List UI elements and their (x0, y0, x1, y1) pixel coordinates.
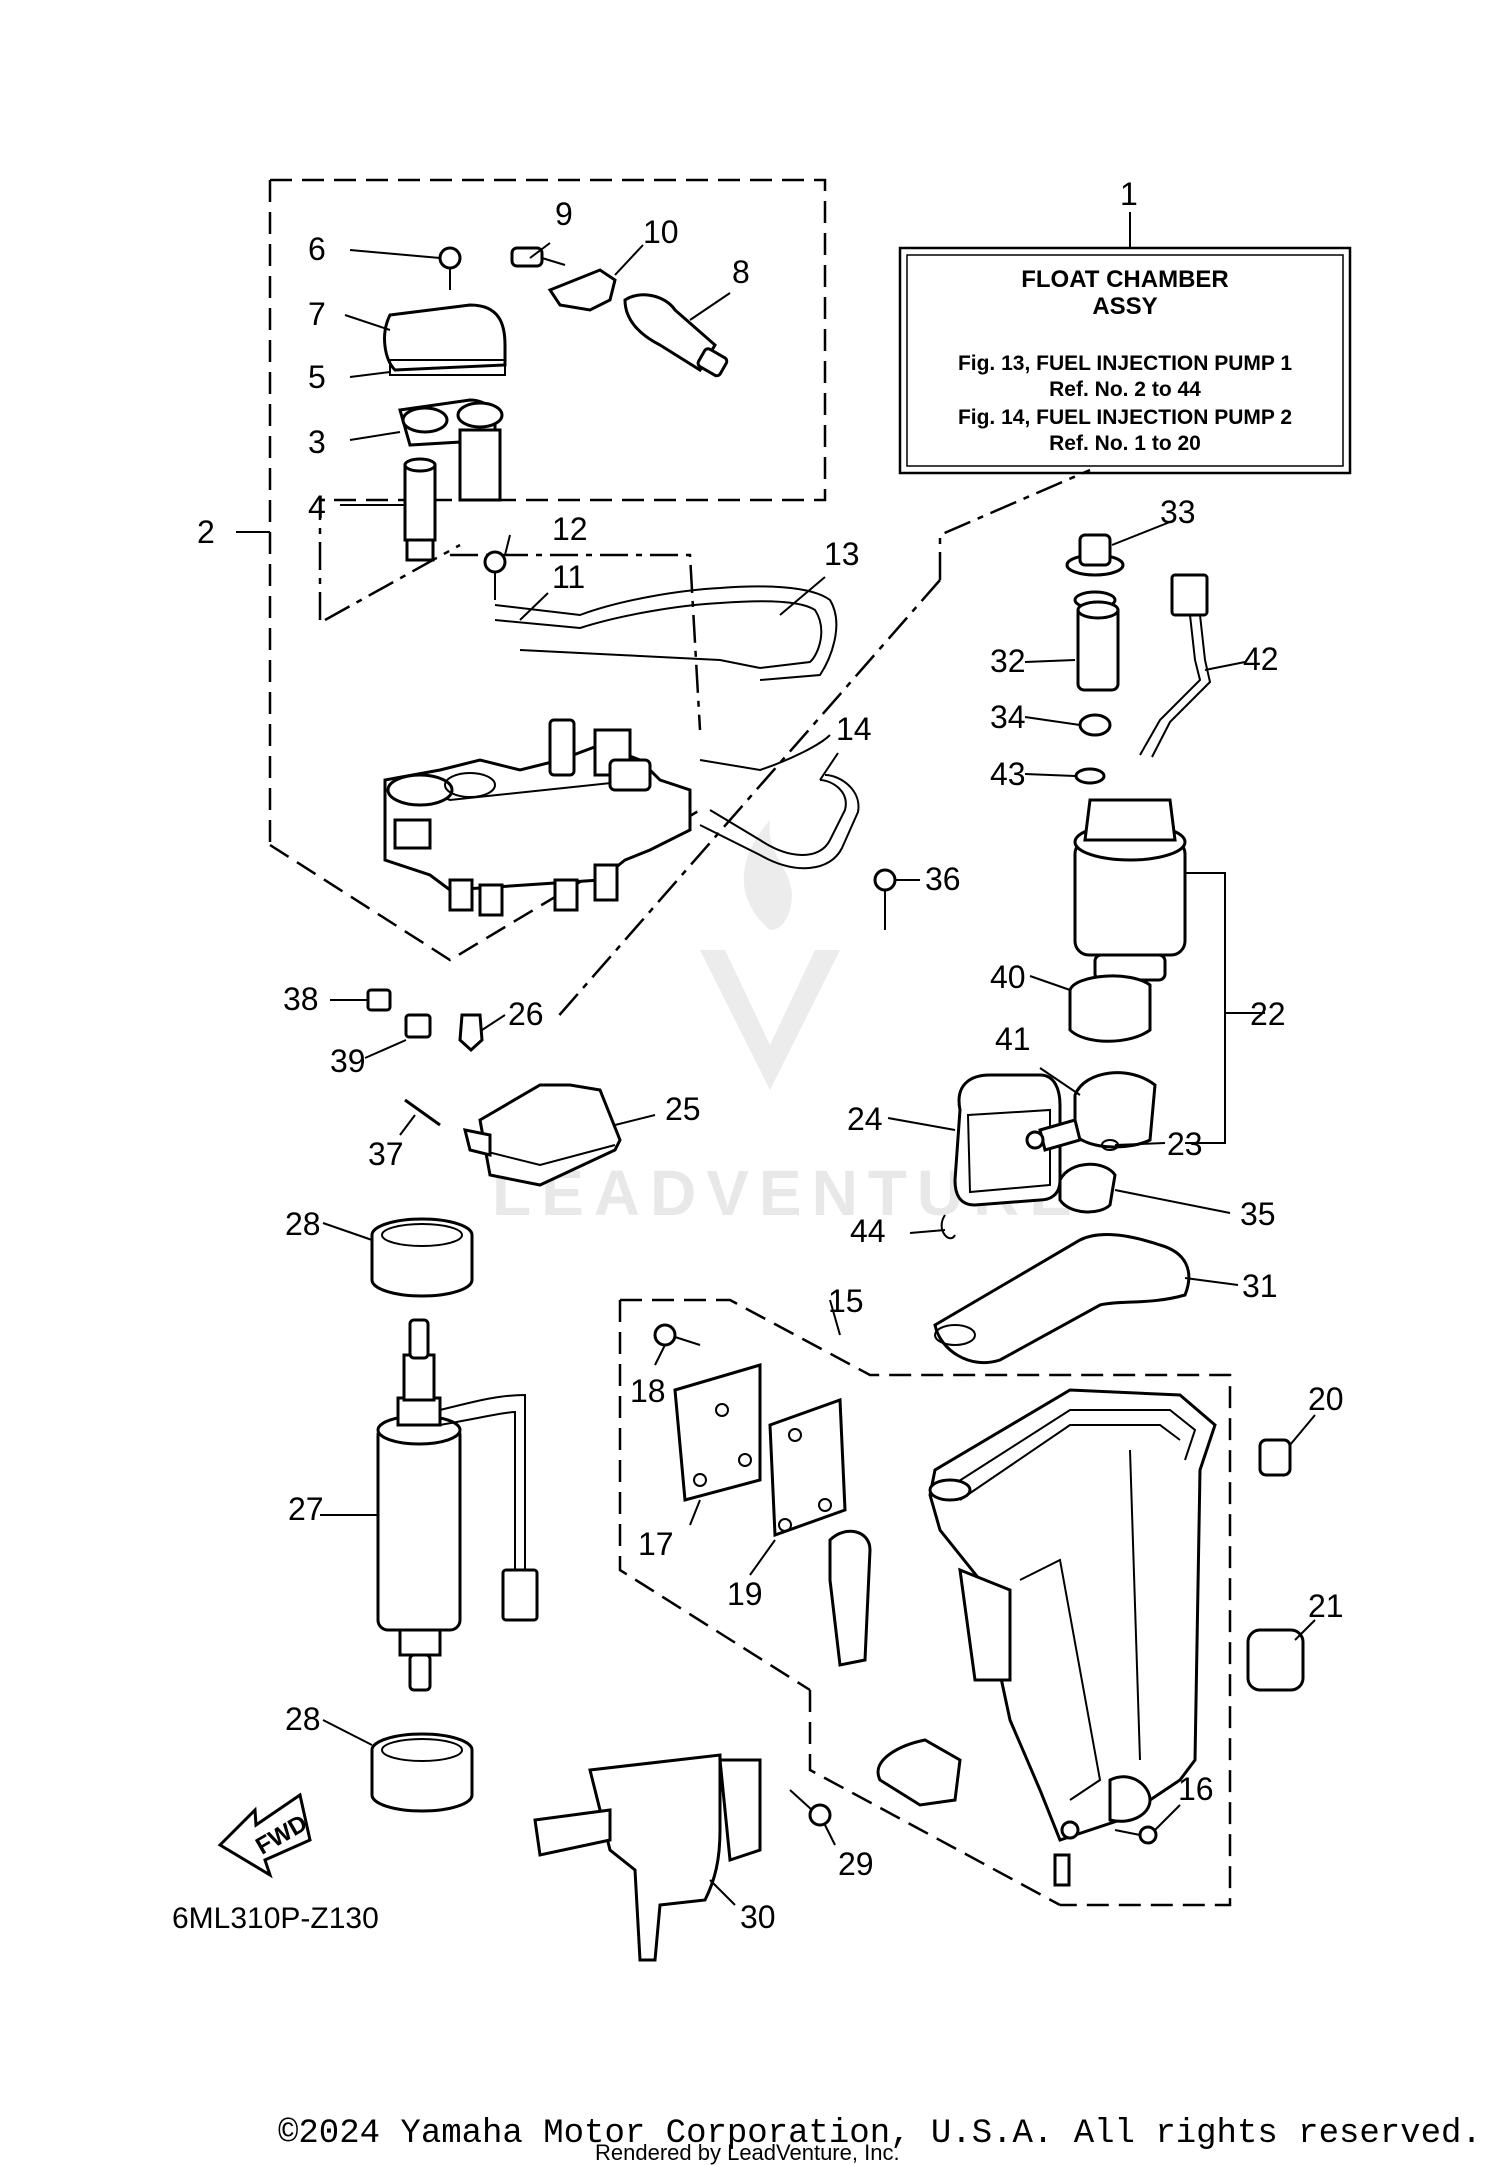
filter-24 (940, 1073, 1062, 1240)
callout-33: 33 (1160, 494, 1196, 530)
callout-28-bottom: 28 (285, 1701, 321, 1737)
callout-21: 21 (1308, 1588, 1344, 1624)
callout-40: 40 (990, 959, 1026, 995)
callout-24: 24 (847, 1101, 883, 1137)
callout-25: 25 (665, 1091, 701, 1127)
callout-42: 42 (1243, 641, 1279, 677)
callout-26: 26 (508, 996, 544, 1032)
fuel-pump-27 (376, 1318, 539, 1692)
callout-28-top: 28 (285, 1206, 321, 1242)
info-box-fig14-ref: Ref. No. 1 to 20 (1049, 432, 1201, 455)
callout-16: 16 (1178, 1771, 1214, 1807)
callout-39: 39 (330, 1043, 366, 1079)
diagram-code: 6ML310P-Z130 (172, 1902, 379, 1935)
rubber-ring-28-top (370, 1217, 474, 1298)
cover-25 (404, 1083, 622, 1187)
wire-harness-42 (1139, 573, 1212, 758)
info-box-title-2: ASSY (1092, 293, 1157, 320)
callout-3: 3 (308, 424, 326, 460)
callout-9: 9 (555, 196, 573, 232)
callout-19: 19 (727, 1576, 763, 1612)
info-box-fig13: Fig. 13, FUEL INJECTION PUMP 1 (958, 352, 1292, 375)
float-chamber-15 (828, 1388, 1217, 1887)
rubber-ring-28-bottom (370, 1732, 474, 1813)
callout-6: 6 (308, 231, 326, 267)
callout-18: 18 (630, 1373, 666, 1409)
separator-cover-body (383, 718, 692, 917)
pressure-regulator (510, 246, 729, 378)
callout-44: 44 (850, 1213, 886, 1249)
callout-36: 36 (925, 861, 961, 897)
callout-30: 30 (740, 1899, 776, 1935)
callout-32: 32 (990, 643, 1026, 679)
callout-29: 29 (838, 1846, 874, 1882)
gasket-31 (933, 1233, 1191, 1365)
plates-17-19 (673, 1362, 847, 1538)
info-box: 1 FLOAT CHAMBER ASSY Fig. 13, FUEL INJEC… (898, 176, 1352, 475)
hoses-13-14 (494, 585, 860, 870)
info-box-fig13-ref: Ref. No. 2 to 44 (1049, 378, 1201, 401)
callout-15: 15 (828, 1283, 864, 1319)
callout-34: 34 (990, 699, 1026, 735)
pump-holders (1025, 974, 1157, 1214)
callouts: 2 3 4 5 6 7 8 9 10 11 12 13 14 15 16 17 … (197, 196, 1344, 1935)
callout-23: 23 (1167, 1126, 1203, 1162)
callout-14: 14 (836, 711, 872, 747)
callout-8: 8 (732, 254, 750, 290)
callout-17: 17 (638, 1526, 674, 1562)
bracket-30 (533, 1753, 762, 1962)
group-outlines (268, 178, 1232, 1907)
leader-lines (236, 242, 1316, 1906)
info-box-fig14: Fig. 14, FUEL INJECTION PUMP 2 (958, 406, 1292, 429)
info-box-title-1: FLOAT CHAMBER (1021, 266, 1229, 293)
fwd-arrow-icon: FWD (217, 1792, 312, 1879)
callout-2: 2 (197, 514, 215, 550)
screws (366, 550, 1305, 1845)
callout-10: 10 (643, 214, 679, 250)
copyright-text: ©2024 Yamaha Motor Corporation, U.S.A. A… (278, 2115, 1482, 2153)
callout-41: 41 (995, 1021, 1031, 1057)
callout-22: 22 (1250, 996, 1286, 1032)
callout-4: 4 (308, 489, 326, 525)
callout-11: 11 (552, 559, 585, 595)
callout-13: 13 (824, 536, 860, 572)
callout-43: 43 (990, 756, 1026, 792)
callout-35: 35 (1240, 1196, 1276, 1232)
callout-20: 20 (1308, 1381, 1344, 1417)
callout-1: 1 (1120, 176, 1138, 212)
callout-27: 27 (288, 1491, 324, 1527)
electric-pump-22 (1073, 798, 1187, 982)
callout-38: 38 (283, 981, 319, 1017)
callout-31: 31 (1242, 1268, 1278, 1304)
callout-37: 37 (368, 1136, 404, 1172)
rendered-by-text: Rendered by LeadVenture, Inc. (595, 2140, 900, 2165)
callout-7: 7 (308, 296, 326, 332)
callout-5: 5 (308, 359, 326, 395)
callout-12: 12 (552, 511, 588, 547)
cover-parts (383, 246, 507, 562)
pump-top-parts (1065, 533, 1125, 785)
